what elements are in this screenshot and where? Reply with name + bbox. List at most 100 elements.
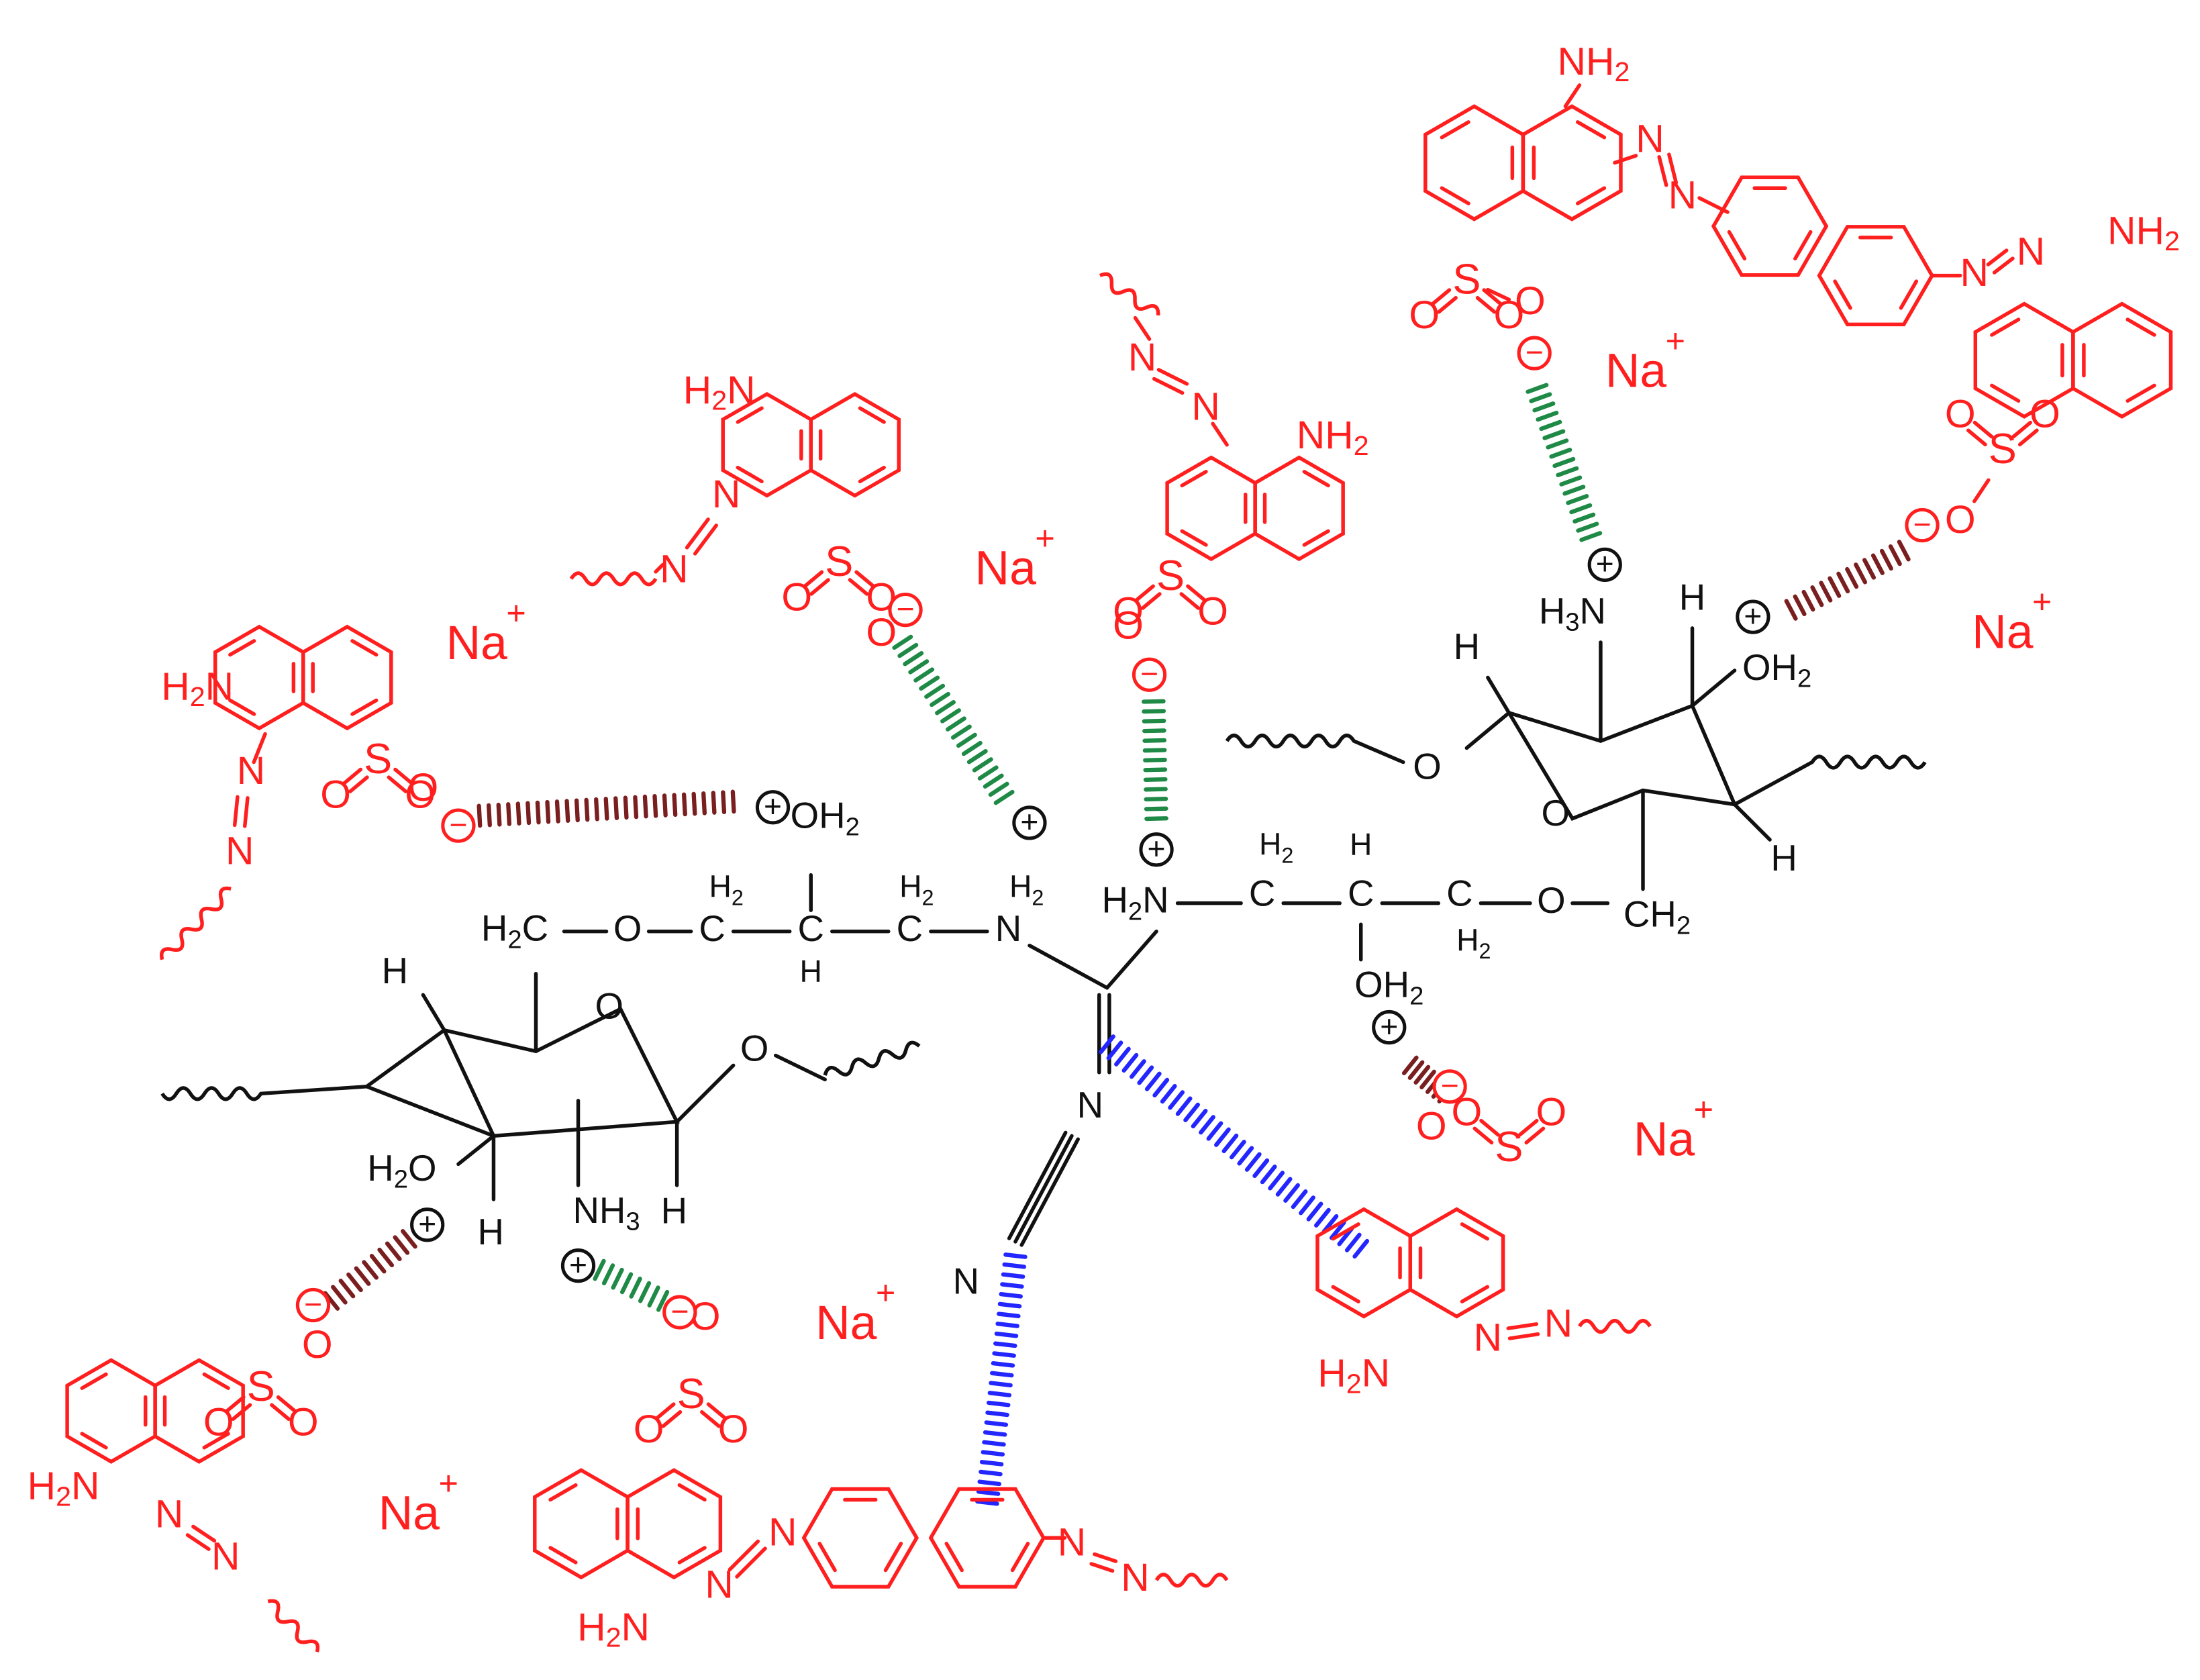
negative-charge: −: [449, 807, 467, 842]
hydrogen-bond: [1142, 738, 1167, 743]
aromatic-inner-bond: [1460, 1222, 1490, 1241]
sodium-ion-label: Na: [1972, 605, 2034, 658]
pi-pi-interaction: [999, 1291, 1023, 1299]
electrostatic-interaction: [496, 802, 502, 827]
atom-label: H: [661, 1190, 687, 1231]
aromatic-inner-bond: [736, 406, 764, 424]
negative-charge: −: [1441, 1068, 1459, 1103]
pi-pi-interaction: [982, 1440, 1006, 1447]
hydrogen-bond: [1569, 503, 1593, 515]
pi-pi-interaction: [1002, 1262, 1027, 1269]
aromatic-inner-bond: [1833, 279, 1852, 310]
pi-pi-interaction: [989, 1381, 1013, 1388]
hydrogen-bond: [1532, 401, 1556, 413]
charge-circle: [1432, 1069, 1467, 1104]
atom-label: S: [1452, 256, 1481, 303]
aromatic-inner-bond: [1440, 186, 1470, 205]
pi-pi-interaction: [993, 1341, 1017, 1348]
double-bond: [1482, 288, 1503, 306]
sodium-plus-sign: +: [1694, 1090, 1713, 1128]
atom-label: N: [211, 1534, 240, 1578]
double-bond: [661, 1410, 683, 1428]
double-bond: [1972, 420, 1994, 439]
atom-label: NH2: [1297, 413, 1369, 461]
atom-label: O: [740, 1028, 769, 1069]
aromatic-inner-bond: [2126, 317, 2156, 337]
atom-label: O: [302, 1323, 333, 1367]
atom-label: H2N: [1101, 880, 1168, 926]
atom-label: H2: [899, 869, 934, 909]
pi-pi-interaction: [1106, 1040, 1123, 1060]
pi-pi-interaction: [987, 1391, 1012, 1397]
atom-label: N: [1636, 117, 1664, 161]
polymer-chain-wave: [160, 886, 232, 960]
charge-circle: [1517, 336, 1552, 370]
electrostatic-interaction: [1819, 581, 1833, 603]
naphthalene-ring: [1165, 455, 1257, 562]
bond-line: [259, 1085, 369, 1096]
charge-circle: [888, 592, 923, 628]
hydrogen-bond: [601, 1263, 615, 1285]
electrostatic-interaction: [1810, 585, 1824, 607]
electrostatic-interaction: [691, 791, 697, 816]
double-bond: [387, 775, 408, 793]
bond-line: [1563, 83, 1582, 109]
hydrogen-bond: [919, 675, 940, 691]
negative-charge: −: [304, 1287, 322, 1322]
naphthalene-ring: [1408, 1207, 1505, 1319]
aromatic-inner-bond: [858, 465, 886, 484]
hydrogen-bond: [1539, 419, 1562, 432]
electrostatic-interaction: [354, 1266, 371, 1286]
hydrogen-bond: [1143, 767, 1168, 773]
electrostatic-interaction: [1845, 566, 1859, 589]
glucosamine-ring: [362, 1006, 680, 1138]
electrostatic-interaction: [338, 1279, 356, 1299]
electrostatic-interaction: [1413, 1065, 1431, 1085]
naphthalene-ring: [2071, 301, 2173, 419]
polymer-chain-wave: [1154, 1573, 1229, 1588]
bond-line: [1028, 943, 1109, 990]
atom-label: H: [382, 950, 408, 991]
hydrogen-bond: [972, 757, 993, 773]
aromatic-inner-bond: [1990, 317, 2021, 337]
pi-pi-interaction: [984, 1420, 1009, 1427]
atom-label: S: [1989, 426, 2017, 473]
atom-label: N: [1128, 336, 1156, 379]
hydrogen-bond: [983, 773, 1004, 789]
charge-circle: [1905, 507, 1940, 543]
hydrogen-bond: [1536, 410, 1559, 422]
electrostatic-interaction: [385, 1241, 402, 1261]
pi-pi-interaction: [1299, 1195, 1315, 1216]
atom-label: S: [247, 1363, 275, 1410]
pi-pi-interaction: [1221, 1133, 1239, 1154]
hydrogen-bond: [1549, 448, 1572, 459]
double-bond: [185, 1533, 211, 1551]
atom-label: NH3: [572, 1190, 640, 1236]
sodium-plus-sign: +: [438, 1464, 458, 1502]
polymer-chain-wave: [1810, 754, 1927, 770]
aromatic-inner-bond: [228, 698, 256, 716]
hydrogen-bond: [1526, 383, 1549, 394]
electrostatic-interaction: [377, 1247, 395, 1268]
hydrogen-bond: [1556, 466, 1579, 477]
hydrogen-bond: [1144, 787, 1168, 792]
atom-label: H2O: [367, 1148, 436, 1193]
double-bond: [1667, 152, 1679, 185]
charge-circle: [410, 1207, 445, 1242]
pi-pi-interaction: [981, 1450, 1005, 1456]
atom-label: H: [478, 1212, 504, 1252]
electrostatic-interaction: [1836, 571, 1850, 594]
pi-pi-interaction: [991, 1361, 1015, 1368]
atom-label: H: [1770, 838, 1797, 879]
atom-label: C: [1249, 873, 1275, 914]
double-bond: [191, 1524, 217, 1543]
double-bond: [1507, 1332, 1540, 1340]
electrostatic-interaction: [362, 1260, 379, 1280]
hydrogen-bond: [966, 749, 988, 764]
atom-label: S: [677, 1371, 705, 1418]
electrostatic-interaction: [1854, 562, 1868, 585]
polymer-chain-wave: [1578, 1318, 1652, 1334]
double-bond: [1524, 1126, 1546, 1145]
atom-label: H: [1679, 577, 1705, 617]
bond-line: [252, 732, 267, 764]
